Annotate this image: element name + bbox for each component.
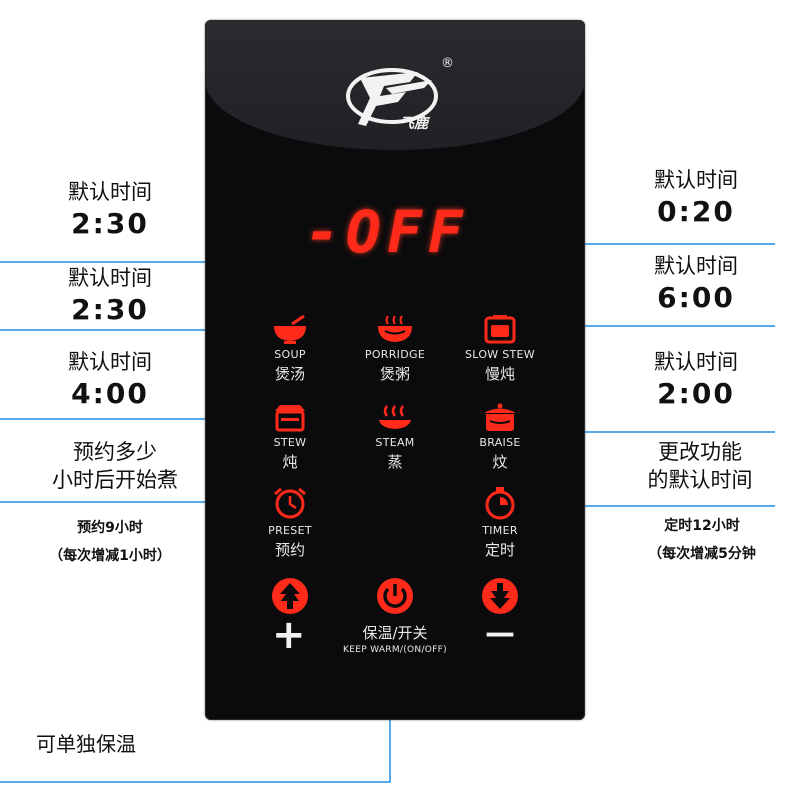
annotation-label: 默认时间 (654, 350, 738, 374)
power-label-en: KEEP WARM/(ON/OFF) (343, 645, 447, 655)
annotation-value: 6:00 (657, 281, 735, 314)
up-arrow-icon (272, 578, 308, 614)
annotation-line: （每次增减1小时） (49, 548, 171, 564)
stew-button[interactable]: STEW 炖 (235, 402, 345, 472)
stopwatch-icon (485, 487, 515, 520)
slow-stew-pot-icon (484, 315, 516, 344)
plus-label: + (272, 612, 306, 658)
annotation-line: 预约多少 (73, 440, 157, 464)
steam-label-en: STEAM (375, 436, 415, 449)
annotation-line: 小时后开始煮 (52, 468, 178, 492)
annotation-slow-stew: 默认时间 6:00 (626, 252, 766, 316)
annotation-timer-range: 定时12小时 （每次增减5分钟 (612, 512, 792, 568)
annotation-stew: 默认时间 4:00 (40, 348, 180, 412)
annotation-braise: 默认时间 2:00 (626, 348, 766, 412)
soup-bowl-icon (274, 314, 306, 344)
steam-icon (379, 405, 411, 429)
annotation-line: 定时12小时 (664, 518, 740, 534)
braise-label-zh: 炆 (492, 453, 508, 471)
slow-stew-label-zh: 慢炖 (484, 365, 515, 383)
stew-pot-icon (275, 405, 305, 432)
annotation-value: 2:30 (71, 207, 149, 240)
steam-label-zh: 蒸 (387, 453, 403, 471)
soup-label-zh: 煲汤 (274, 365, 305, 383)
annotation-line: （每次增减5分钟 (648, 546, 756, 562)
steam-button[interactable]: STEAM 蒸 (340, 402, 450, 472)
braise-pot-icon (484, 403, 516, 431)
annotation-label: 默认时间 (654, 254, 738, 278)
preset-label-zh: 预约 (274, 541, 305, 559)
braise-button[interactable]: BRAISE 炆 (445, 402, 555, 472)
timer-label-zh: 定时 (484, 541, 515, 559)
porridge-label-zh: 煲粥 (379, 365, 410, 383)
minus-button[interactable] (445, 576, 555, 616)
power-label-zh: 保温/开关 (362, 624, 428, 642)
braise-label-en: BRAISE (479, 436, 521, 449)
annotation-value: 4:00 (71, 377, 149, 410)
annotation-steam: 默认时间 0:20 (626, 166, 766, 230)
porridge-bowl-icon (378, 315, 412, 342)
control-panel: 飞鹿 ® -OFF SOUP 煲汤 PORRIDGE 煲粥 SLOW STEW … (205, 20, 585, 720)
annotation-keep-warm: 可单独保温 (36, 732, 136, 756)
power-icon (377, 578, 413, 614)
annotation-value: 2:00 (657, 377, 735, 410)
annotation-line: 的默认时间 (647, 468, 753, 492)
soup-label-en: SOUP (274, 348, 306, 361)
brand-logo: 飞鹿 (346, 68, 438, 132)
power-button[interactable]: 保温/开关 KEEP WARM/(ON/OFF) (323, 576, 467, 655)
stew-label-zh: 炖 (282, 453, 298, 471)
porridge-button[interactable]: PORRIDGE 煲粥 (340, 314, 450, 384)
annotation-preset-range: 预约9小时 （每次增减1小时） (20, 514, 200, 570)
annotation-line: 预约9小时 (77, 520, 143, 536)
preset-label-en: PRESET (268, 524, 312, 537)
timer-button[interactable]: TIMER 定时 (445, 486, 555, 560)
down-arrow-icon (482, 578, 518, 614)
annotation-soup-porridge: 默认时间 2:30 (40, 178, 180, 242)
annotation-label: 默认时间 (68, 180, 152, 204)
slow-stew-button[interactable]: SLOW STEW 慢炖 (445, 314, 555, 384)
led-display: -OFF (305, 198, 469, 266)
annotation-line: 更改功能 (658, 440, 742, 464)
annotation-timer-desc: 更改功能 的默认时间 (620, 438, 780, 494)
annotation-soup: 默认时间 2:30 (40, 264, 180, 328)
annotation-preset-desc: 预约多少 小时后开始煮 (30, 438, 200, 494)
annotation-label: 默认时间 (68, 266, 152, 290)
alarm-clock-icon (274, 487, 306, 519)
annotation-value: 0:20 (657, 195, 735, 228)
porridge-label-en: PORRIDGE (364, 348, 426, 361)
stew-label-en: STEW (273, 436, 307, 449)
annotation-label: 默认时间 (654, 168, 738, 192)
slow-stew-label-en: SLOW STEW (465, 348, 535, 361)
minus-label: — (485, 616, 515, 651)
brand-name: 飞鹿 (400, 115, 431, 132)
annotation-value: 2:30 (71, 293, 149, 326)
annotation-label: 默认时间 (68, 350, 152, 374)
panel-header (205, 20, 585, 150)
timer-label-en: TIMER (482, 524, 518, 537)
soup-button[interactable]: SOUP 煲汤 (235, 314, 345, 384)
preset-button[interactable]: PRESET 预约 (235, 486, 345, 560)
plus-button[interactable] (235, 576, 345, 616)
registered-mark: ® (441, 56, 454, 71)
